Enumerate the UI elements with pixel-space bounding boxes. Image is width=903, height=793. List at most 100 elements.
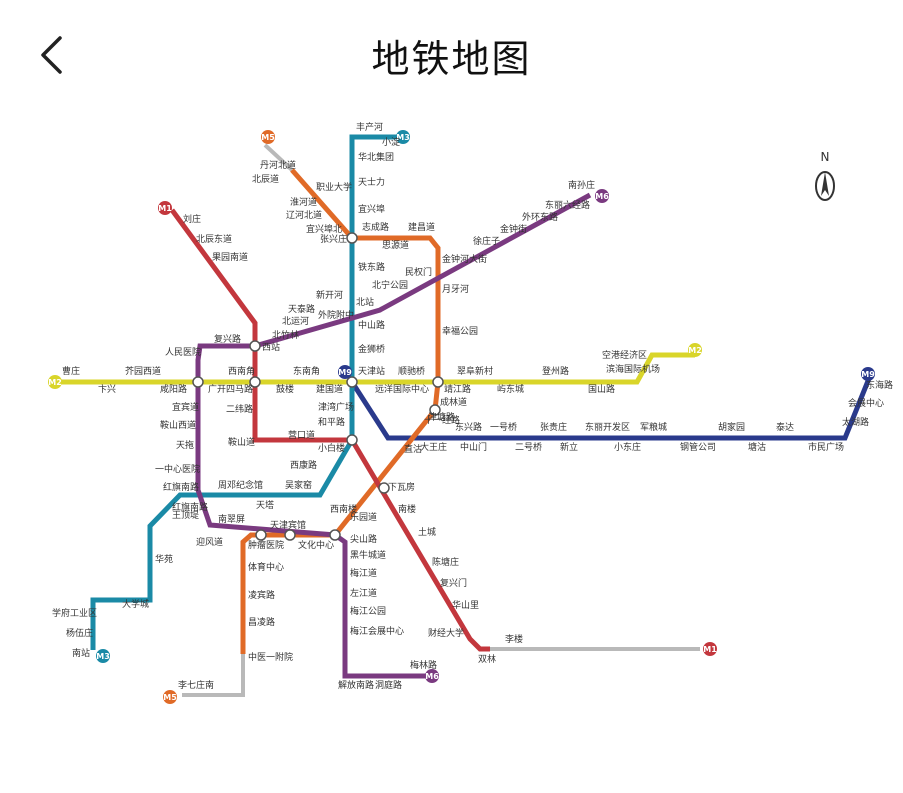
station-fuxinglu: 复兴路 [214,333,241,345]
station-huabei: 华北集团 [358,151,394,163]
station-danhe: 丹河北道 [260,159,296,171]
line-M2 [55,352,695,385]
station-xianyanglu: 咸阳路 [160,383,187,395]
station-tianta: 天塔 [256,499,274,511]
station-yingfeng: 红旗南路 [172,501,208,513]
station-siyuan: 思源道 [382,239,409,251]
line-badge-M6: M6 [595,189,609,203]
station-tucheng: 土城 [418,526,436,538]
station-zhongshanmen: 中山门 [460,441,487,453]
station-dongnanjiao: 东南角 [293,365,320,377]
station-waihuandong: 外环东路 [522,211,558,223]
svg-text:M3: M3 [396,133,410,142]
station-erweilu: 二纬路 [226,403,253,415]
station-shuishang: 南翠屏 [218,513,245,525]
svg-text:M2: M2 [48,378,62,387]
line-M5 [240,168,441,654]
header-bar: 地铁地图 [0,0,903,110]
station-shimin: 市民广场 [808,441,844,453]
metro-map[interactable]: M1 M1 M2 M2 M3 M3 M5 M5 M6 M6 M9 M9 N 曹庄… [0,110,903,793]
line-badge-M6-west: M9 [338,365,352,379]
station-huayuan: 华苑 [155,553,173,565]
line-badge-M1-end: M1 [703,642,717,656]
station-yibindao: 宜宾道 [172,401,199,413]
station-guangkai: 广开四马路 [208,383,253,395]
station-xinli: 新立 [560,441,578,453]
station-beiyunhe: 北运河 [282,315,309,327]
station-xiaodongzhuang: 小东庄 [614,441,641,453]
station-xuefu: 学府工业区 [52,607,97,619]
station-airport: 滨海国际机场 [606,363,660,375]
station-xinanlou: 西南楼 [330,503,357,515]
station-meijiangpark: 梅江公园 [350,605,386,617]
station-yingkoudao: 营口道 [288,429,315,441]
station-huizhan: 会展中心 [848,397,884,409]
station-minquanmen: 民权门 [405,266,432,278]
station-zhoudeng: 周邓纪念馆 [218,479,263,491]
station-jiefangnan: 解放南路 [338,679,374,691]
station-tianjinbinguan: 天津宾馆 [270,519,306,531]
station-leyuan: 乐园道 [350,511,377,523]
station-beizhan: 北站 [356,296,374,308]
station-jinshiqiao: 金狮桥 [358,343,385,355]
station-xinanjiao: 西南角 [228,365,255,377]
station-renmin: 人民医院 [165,346,201,358]
station-liuzhuang: 刘庄 [183,213,201,225]
station-tiantuo: 天拖 [176,439,194,451]
station-liqizhuang: 李七庄南 [178,679,214,691]
station-donghailu: 东海路 [866,379,893,391]
compass-icon: N [815,150,835,201]
station-nanlou: 南楼 [398,503,416,515]
station-gulou: 鼓楼 [276,383,294,395]
station-lilou: 李楼 [505,633,523,645]
station-anshanxi: 鞍山西道 [160,419,196,431]
station-nancuiping: 迎风道 [196,536,223,548]
station-anshandao: 鞍山道 [228,436,255,448]
line-badge-M2: M2 [48,375,62,389]
station-dengzhoulu: 登州路 [542,365,569,377]
station-daxuecheng: 大学城 [122,598,149,610]
station-dongli: 东丽开发区 [585,421,630,433]
station-zhicheng: 志成路 [362,221,389,233]
svg-text:M2: M2 [688,346,702,355]
station-zuojiang: 左江道 [350,587,377,599]
station-shuanglin: 双林 [478,653,496,665]
station-meilinlu: 梅林路 [410,659,437,671]
back-button[interactable] [30,30,80,80]
station-xuzhuangzi: 徐庄子 [473,235,500,247]
svg-text:M1: M1 [158,204,172,213]
station-tiedonglu: 铁东路 [358,261,385,273]
station-xiawafang: 下瓦房 [388,481,415,493]
station-chentangzhuang: 陈塘庄 [432,556,459,568]
station-xiaodian: 小淀 [382,136,400,148]
svg-text:M6: M6 [595,192,609,201]
station-erhaoqiao: 二号桥 [515,441,542,453]
line-M6 [195,192,592,679]
station-yizhongxin: 一中心医院 [155,463,200,475]
station-jinzhonghe: 金钟河大街 [442,253,487,265]
station-taida: 泰达 [776,421,794,433]
station-yixingbu: 宜兴埠 [358,203,385,215]
station-jinwan: 津湾广场 [318,401,354,413]
station-zhigu: 直沽 [404,443,422,455]
station-beichendao: 北辰道 [252,173,279,185]
planned-line-M5-extension [182,143,294,697]
station-yihaoqiao: 一号桥 [490,421,517,433]
station-liaohe: 辽河北道 [286,209,322,221]
station-jintang: 津塘路 [428,411,455,423]
page-title: 地铁地图 [371,37,532,81]
station-jingjianglu: 靖江路 [444,383,471,395]
station-hongqinanlu: 红旗南路 [163,481,199,493]
svg-text:N: N [821,150,830,164]
line-badge-M3-end: M3 [96,649,110,663]
station-zhiye: 职业大学 [316,181,352,193]
station-tianjinzhan: 天津站 [358,365,385,377]
station-xingfu: 幸福公园 [442,325,478,337]
station-xikanglu: 西康路 [290,459,317,471]
station-zhangxingzhuang: 张兴庄 [320,233,347,245]
station-tanggu: 塘沽 [748,441,766,453]
line-badge-M9: M9 [861,367,875,381]
station-tianshili: 天士力 [358,176,385,188]
station-labels: 曹庄 卞兴 芥园西道 咸阳路 广开四马路 西南角 鼓楼 东南角 建国道 天津站 … [52,121,893,691]
svg-text:M3: M3 [96,652,110,661]
